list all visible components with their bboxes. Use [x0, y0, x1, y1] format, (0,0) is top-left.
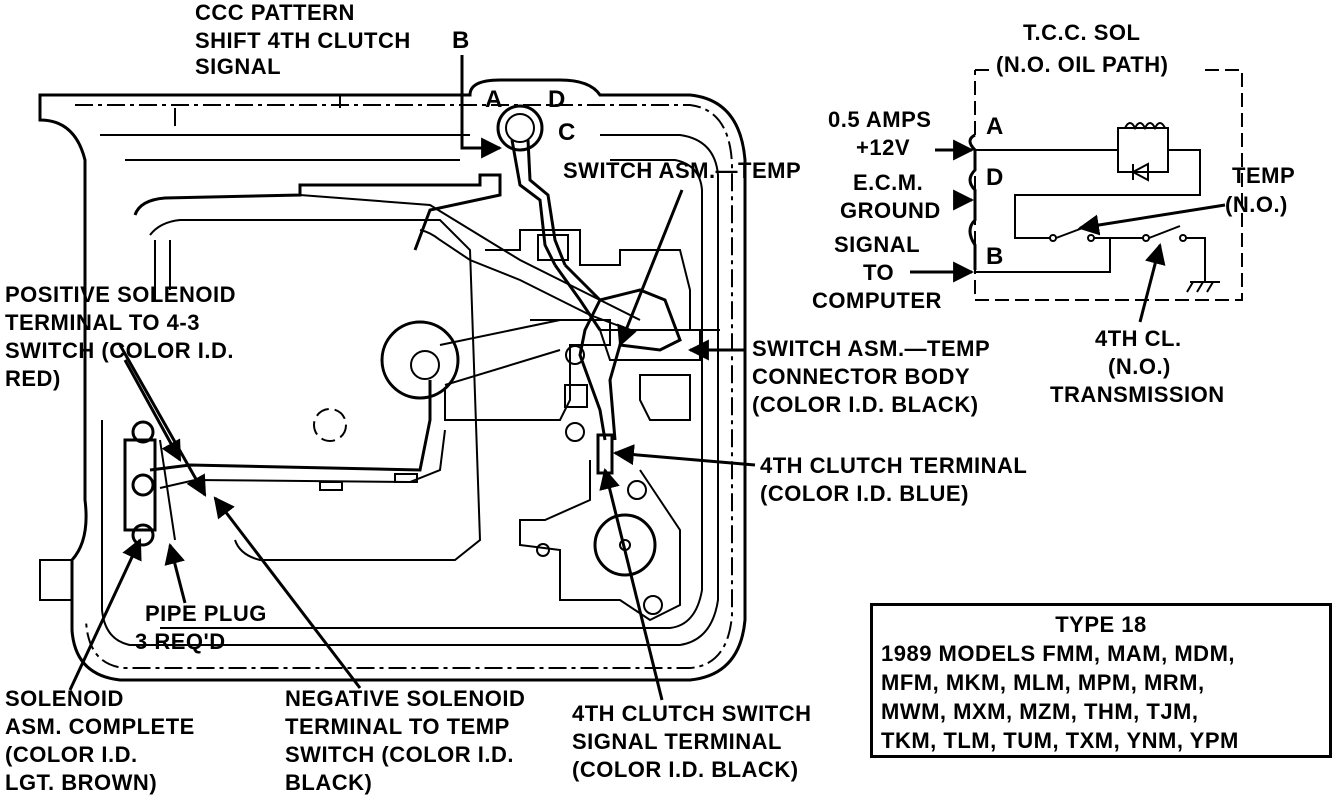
- solenoid-asm-line4: LGT. BROWN): [5, 770, 157, 795]
- plus12v-label: +12V: [856, 135, 910, 160]
- switch-connector-line1: SWITCH ASM.—TEMP: [752, 336, 990, 361]
- type-box: TYPE 18 1989 MODELS FMM, MAM, MDM, MFM, …: [870, 603, 1332, 758]
- ccc-pattern-line2: SHIFT 4TH CLUTCH: [195, 28, 411, 53]
- type-box-title: TYPE 18: [1055, 612, 1147, 637]
- type-box-line-4: TKM, TLM, TUM, TXM, YNM, YPM: [881, 728, 1239, 753]
- ecm-label: E.C.M.: [853, 170, 923, 195]
- fourth-clutch-terminal-line2: (COLOR I.D. BLUE): [760, 481, 969, 506]
- solenoid-asm-line2: ASM. COMPLETE: [5, 714, 195, 739]
- positive-solenoid-line4: RED): [5, 366, 61, 391]
- fourth-clutch-terminal-line1: 4TH CLUTCH TERMINAL: [760, 453, 1027, 478]
- negative-solenoid-line3: SWITCH (COLOR I.D.: [285, 742, 514, 767]
- negative-solenoid-line1: NEGATIVE SOLENOID: [285, 686, 525, 711]
- fourth-clutch-switch-line2: SIGNAL TERMINAL: [572, 729, 782, 754]
- schematic-pin-d: D: [986, 164, 1004, 191]
- fourth-clutch-switch-line3: (COLOR I.D. BLACK): [572, 757, 799, 782]
- type-box-line-3: MWM, MXM, MZM, THM, TJM,: [881, 699, 1199, 724]
- positive-solenoid-line1: POSITIVE SOLENOID: [5, 282, 236, 307]
- diagram-labels: CCC PATTERN SHIFT 4TH CLUTCH SIGNAL B A …: [5, 0, 1027, 795]
- solenoid-asm-line3: (COLOR I.D.: [5, 742, 138, 767]
- signal-label: SIGNAL: [834, 232, 920, 257]
- switch-connector-line2: CONNECTOR BODY: [752, 364, 970, 389]
- positive-solenoid-line3: SWITCH (COLOR I.D.: [5, 338, 234, 363]
- pipe-plug-line2: 3 REQ'D: [135, 629, 226, 654]
- pin-c-label: C: [558, 119, 576, 146]
- temp-no-label: (N.O.): [1225, 192, 1288, 217]
- switch-temp-label: SWITCH ASM.—TEMP: [563, 158, 801, 183]
- pipe-plug-line1: PIPE PLUG: [145, 601, 267, 626]
- fourth-cl-label: 4TH CL.: [1095, 326, 1182, 351]
- switch-connector-line3: (COLOR I.D. BLACK): [752, 392, 979, 417]
- leader-lines: [68, 55, 756, 701]
- computer-label: COMPUTER: [812, 288, 942, 313]
- pin-d-label: D: [548, 86, 566, 113]
- to-label: TO: [863, 260, 894, 285]
- type-box-line-2: MFM, MKM, MLM, MPM, MRM,: [881, 670, 1205, 695]
- pin-b-label: B: [452, 27, 470, 54]
- tcc-sol-title: T.C.C. SOL: [1023, 20, 1140, 45]
- schematic-pin-a: A: [986, 113, 1004, 140]
- schematic-pin-b: B: [986, 243, 1004, 270]
- fourth-clutch-switch-line1: 4TH CLUTCH SWITCH: [572, 701, 811, 726]
- temp-label: TEMP: [1232, 163, 1295, 188]
- negative-solenoid-line4: BLACK): [285, 770, 372, 795]
- type-box-line-1: 1989 MODELS FMM, MAM, MDM,: [881, 641, 1236, 666]
- amps-label: 0.5 AMPS: [828, 107, 931, 132]
- tcc-sol-subtitle: (N.O. OIL PATH): [996, 52, 1169, 77]
- negative-solenoid-line2: TERMINAL TO TEMP: [285, 714, 510, 739]
- positive-solenoid-line2: TERMINAL TO 4-3: [5, 310, 200, 335]
- ccc-pattern-line3: SIGNAL: [195, 54, 281, 79]
- pin-a-label: A: [485, 86, 503, 113]
- ccc-pattern-line1: CCC PATTERN: [195, 0, 355, 25]
- ground-label: GROUND: [840, 198, 941, 223]
- solenoid-asm-line1: SOLENOID: [5, 686, 124, 711]
- fourth-cl-no-label: (N.O.): [1108, 354, 1171, 379]
- tcc-schematic: T.C.C. SOL (N.O. OIL PATH) 0.5 AMPS +12V…: [812, 20, 1295, 407]
- transmission-label: TRANSMISSION: [1050, 382, 1225, 407]
- transmission-case-drawing: [38, 78, 747, 682]
